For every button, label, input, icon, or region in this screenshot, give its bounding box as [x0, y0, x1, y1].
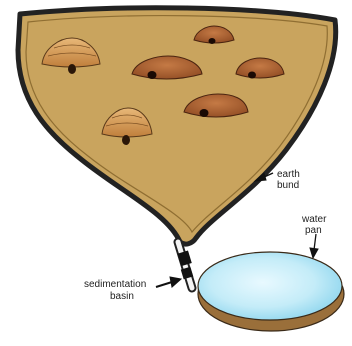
water-pan-label-line-1: water [301, 214, 327, 225]
sedimentation-basin-label-line-2: basin [110, 291, 134, 302]
earth-bund-label: earth bund [277, 169, 300, 191]
water-pan [198, 252, 344, 331]
sedimentation-basin-label-line-1: sedimentation [84, 279, 146, 290]
earth-bund-label-line-2: bund [277, 180, 299, 191]
inlet-channel [177, 242, 193, 288]
water-pan-label-line-2: pan [305, 225, 322, 236]
water-pan-label: water pan [301, 214, 327, 236]
earth-bund-label-line-1: earth [277, 169, 300, 180]
water-pan-arrow [310, 234, 318, 258]
sedimentation-basin-arrow [156, 277, 181, 287]
sedimentation-basin-label: sedimentation basin [84, 279, 146, 302]
